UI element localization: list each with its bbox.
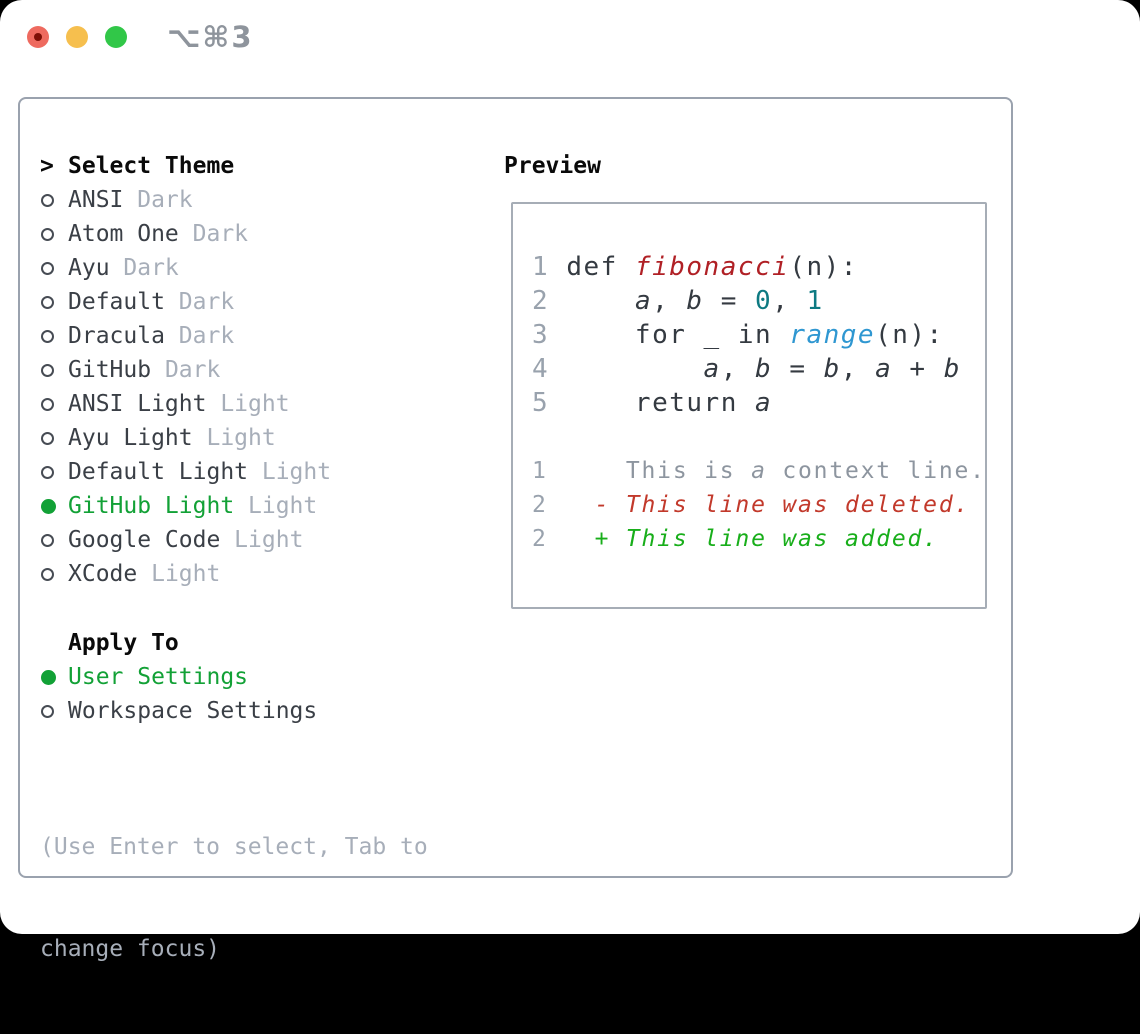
preview-line: 1 This is a context line.	[532, 458, 986, 484]
line-number: 1	[532, 458, 564, 484]
preview-line: 2 - This line was deleted.	[532, 492, 971, 518]
theme-list-title: Select Theme	[68, 153, 235, 179]
option-label: Default Light	[68, 459, 249, 485]
option-variant-label: Light	[234, 493, 318, 519]
hint-line-1: (Use Enter to select, Tab to	[40, 834, 428, 860]
option-variant-label: Light	[192, 425, 276, 451]
theme-option-default-light[interactable]: Default Light Light	[40, 455, 331, 489]
option-label: Ayu Light	[68, 425, 193, 451]
radio-selected-icon	[40, 498, 68, 514]
preview-line: 2 + This line was added.	[532, 526, 939, 552]
preview-line: 1 def fibonacci(n):	[532, 252, 858, 282]
option-variant-label: Dark	[164, 323, 235, 349]
theme-list-header: > Select Theme	[40, 149, 331, 183]
option-variant-label: Dark	[178, 221, 249, 247]
option-variant-label: Dark	[109, 255, 179, 281]
option-variant-label: Dark	[164, 289, 235, 315]
option-label: Ayu	[68, 255, 110, 281]
line-number: 5	[532, 388, 567, 418]
code-preview: 1 def fibonacci(n): 2 a, b = 0, 1 3 for _ …	[532, 250, 961, 420]
window-titlebar: ⌥⌘3	[0, 0, 1140, 75]
option-label: Google Code	[68, 527, 221, 553]
theme-option-dracula[interactable]: Dracula Dark	[40, 319, 331, 353]
option-label: ANSI Light	[68, 391, 207, 417]
radio-icon	[40, 704, 68, 718]
theme-option-default[interactable]: Default Dark	[40, 285, 331, 319]
line-number: 2	[532, 286, 567, 316]
option-label: Dracula	[68, 323, 165, 349]
option-variant-label: Light	[220, 527, 304, 553]
option-label: Atom One	[68, 221, 179, 247]
diff-preview: 1 This is a context line. 2 - This line w…	[532, 454, 986, 556]
theme-option-xcode[interactable]: XCode Light	[40, 557, 331, 591]
option-variant-label: Light	[248, 459, 332, 485]
theme-option-ayu[interactable]: Ayu Dark	[40, 251, 331, 285]
close-button[interactable]	[27, 26, 49, 48]
option-label: Default	[68, 289, 165, 315]
option-variant-label: Dark	[123, 187, 193, 213]
line-number: 2	[532, 492, 564, 518]
window-title: ⌥⌘3	[167, 20, 254, 54]
radio-icon	[40, 431, 68, 445]
apply-to-title: Apply To	[68, 630, 179, 656]
theme-option-ansi-light[interactable]: ANSI Light Light	[40, 387, 331, 421]
option-variant-label: Light	[206, 391, 290, 417]
preview-line: 3 for _ in range(n):	[532, 320, 944, 350]
option-label: ANSI	[68, 187, 124, 213]
radio-icon	[40, 295, 68, 309]
radio-selected-icon	[40, 669, 68, 685]
line-number: 4	[532, 354, 567, 384]
line-number: 1	[532, 252, 567, 282]
minimize-button[interactable]	[66, 26, 88, 48]
keyboard-hint: (Use Enter to select, Tab to change focu…	[40, 762, 428, 1034]
option-label: XCode	[68, 561, 138, 587]
radio-icon	[40, 329, 68, 343]
apply-to-header: Apply To	[40, 626, 317, 660]
option-label: User Settings	[68, 664, 249, 690]
line-number: 3	[532, 320, 567, 350]
option-label: Workspace Settings	[68, 698, 318, 724]
line-number: 2	[532, 526, 564, 552]
option-label: GitHub Light	[68, 493, 235, 519]
option-variant-label: Light	[137, 561, 221, 587]
radio-icon	[40, 363, 68, 377]
cursor-chevron-icon: >	[40, 153, 54, 179]
radio-icon	[40, 397, 68, 411]
radio-icon	[40, 193, 68, 207]
theme-option-google-code[interactable]: Google Code Light	[40, 523, 331, 557]
theme-option-ayu-light[interactable]: Ayu Light Light	[40, 421, 331, 455]
preview-title: Preview	[504, 153, 601, 179]
theme-option-github[interactable]: GitHub Dark	[40, 353, 331, 387]
theme-option-ansi[interactable]: ANSI Dark	[40, 183, 331, 217]
radio-icon	[40, 533, 68, 547]
radio-icon	[40, 227, 68, 241]
radio-icon	[40, 567, 68, 581]
preview-box: 1 def fibonacci(n): 2 a, b = 0, 1 3 for _ …	[511, 202, 987, 609]
radio-icon	[40, 261, 68, 275]
zoom-button[interactable]	[105, 26, 127, 48]
preview-line: 4 a, b = b, a + b	[532, 354, 961, 384]
hint-line-2: change focus)	[40, 936, 221, 962]
option-variant-label: Dark	[151, 357, 221, 383]
apply-option-workspace-settings[interactable]: Workspace Settings	[40, 694, 317, 728]
theme-option-atom-one[interactable]: Atom One Dark	[40, 217, 331, 251]
preview-line: 5 return a	[532, 388, 773, 418]
apply-option-user-settings[interactable]: User Settings	[40, 660, 317, 694]
preview-line: 2 a, b = 0, 1	[532, 286, 824, 316]
radio-icon	[40, 465, 68, 479]
option-label: GitHub	[68, 357, 152, 383]
theme-option-github-light[interactable]: GitHub Light Light	[40, 489, 331, 523]
